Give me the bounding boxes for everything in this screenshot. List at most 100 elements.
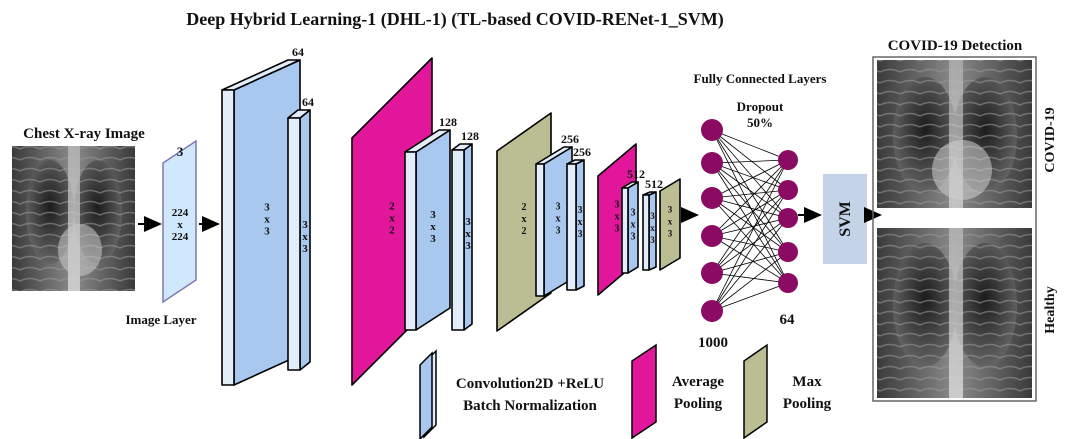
image-layer-label: Image Layer bbox=[125, 312, 196, 327]
kernel-size-11-1: x bbox=[650, 223, 655, 233]
legend-max-line1: Max bbox=[792, 374, 822, 390]
kernel-size-2-0: 3 bbox=[302, 219, 308, 231]
fc-connection bbox=[711, 129, 789, 284]
kernel-size-3-2: 2 bbox=[389, 225, 395, 237]
kernel-size-1-1: x bbox=[264, 214, 270, 226]
fc-connection bbox=[711, 197, 789, 219]
fc-connection bbox=[711, 159, 789, 199]
fc1-neuron bbox=[701, 119, 723, 141]
kernel-size-10-0: 3 bbox=[631, 208, 636, 219]
image-layer bbox=[162, 139, 197, 304]
kernel-size-3-0: 2 bbox=[389, 201, 395, 213]
channel-count-2: 64 bbox=[302, 95, 314, 109]
layer-conv-11: 3 x 3 512 bbox=[642, 177, 663, 271]
kernel-size-7-0: 3 bbox=[556, 202, 561, 213]
kernel-size-6-1: x bbox=[522, 214, 527, 225]
fc-connection bbox=[711, 159, 789, 274]
class-covid-label: COVID-19 bbox=[1043, 107, 1058, 172]
fc-connection bbox=[711, 197, 789, 284]
conv-edge bbox=[535, 163, 545, 297]
fc-connection bbox=[711, 189, 789, 312]
fc-connection bbox=[711, 159, 789, 164]
kernel-size-6-2: 2 bbox=[522, 226, 527, 237]
svm-box bbox=[823, 174, 867, 264]
fc-connection bbox=[711, 159, 789, 237]
fc1-neuron bbox=[701, 152, 723, 174]
kernel-size-9-2: 3 bbox=[615, 224, 620, 235]
conv-edge bbox=[642, 194, 650, 271]
legend-avg-line1: Average bbox=[672, 374, 725, 390]
conv-edge bbox=[566, 163, 577, 291]
kernel-size-5-2: 3 bbox=[465, 240, 471, 252]
kernel-size-9-0: 3 bbox=[615, 200, 620, 211]
kernel-size-5-0: 3 bbox=[465, 216, 471, 228]
kernel-size-10-1: x bbox=[631, 220, 636, 231]
legend-conv-swatch bbox=[419, 349, 437, 439]
fc2-neuron bbox=[778, 273, 798, 293]
fc-connection bbox=[711, 129, 789, 161]
cnn-layer-stack: 3x3643x3642x23x31283x31282x23x32563x3256… bbox=[221, 45, 681, 386]
kernel-size-1-2: 3 bbox=[264, 226, 270, 238]
kernel-size-2-1: x bbox=[302, 231, 308, 243]
legend-conv-line2: Batch Normalization bbox=[463, 398, 597, 414]
kernel-size-11-0: 3 bbox=[650, 211, 655, 221]
fc-connection bbox=[711, 129, 789, 253]
legend-max-line2: Pooling bbox=[783, 396, 832, 412]
kernel-size-10-2: 3 bbox=[631, 232, 636, 243]
channel-count-10: 512 bbox=[627, 167, 645, 181]
kernel-size-7-2: 3 bbox=[556, 226, 561, 237]
dropout-label: Dropout bbox=[737, 99, 784, 114]
fc-connection bbox=[711, 162, 789, 253]
fc-connection bbox=[711, 235, 789, 284]
fc-connection bbox=[711, 159, 789, 312]
legend-avgpool-swatch bbox=[631, 343, 657, 439]
fc1-neuron bbox=[701, 187, 723, 209]
fc1-size: 1000 bbox=[698, 335, 728, 351]
kernel-size-12-0: 3 bbox=[668, 205, 673, 215]
fully-connected-network bbox=[681, 119, 798, 322]
fc2-neuron bbox=[778, 208, 798, 228]
input-label: Chest X-ray Image bbox=[23, 126, 145, 142]
image-layer-size-x: x bbox=[177, 219, 183, 231]
fc-connection bbox=[711, 217, 789, 237]
fc-title: Fully Connected Layers bbox=[694, 71, 827, 86]
fc2-neuron bbox=[778, 180, 798, 200]
fc-connection bbox=[711, 129, 789, 191]
fc-connection bbox=[711, 189, 789, 237]
svm-label: SVM bbox=[837, 201, 854, 237]
fc2-neuron bbox=[778, 242, 798, 262]
image-layer-size-top: 224 bbox=[172, 207, 189, 219]
class-healthy-label: Healthy bbox=[1043, 286, 1058, 333]
kernel-size-4-1: x bbox=[430, 221, 436, 233]
fc2-neuron bbox=[778, 150, 798, 170]
detection-title: COVID-19 Detection bbox=[888, 38, 1023, 54]
channel-count-1: 64 bbox=[292, 45, 304, 59]
channel-count-7: 256 bbox=[561, 132, 579, 146]
conv-edge bbox=[287, 117, 301, 371]
kernel-size-8-2: 3 bbox=[578, 229, 583, 240]
fc-connection bbox=[711, 162, 789, 219]
fc-connection bbox=[711, 162, 789, 284]
fc-connection bbox=[711, 272, 789, 284]
conv-edge bbox=[451, 149, 465, 331]
kernel-size-12-1: x bbox=[668, 217, 673, 227]
kernel-size-1-0: 3 bbox=[264, 202, 270, 214]
fc1-neuron bbox=[701, 300, 723, 322]
kernel-size-7-1: x bbox=[556, 214, 561, 225]
channel-count-5: 128 bbox=[461, 129, 479, 143]
image-layer-size-bottom: 224 bbox=[172, 231, 189, 243]
fc-connection bbox=[711, 282, 789, 312]
fc1-neuron bbox=[701, 225, 723, 247]
kernel-size-12-2: 3 bbox=[668, 229, 673, 239]
layer-conv-10: 3x3 512 bbox=[621, 167, 645, 274]
kernel-size-11-2: 3 bbox=[650, 235, 655, 245]
layer-conv-1: 3x3 64 bbox=[221, 45, 304, 386]
covid-xray-output-image bbox=[877, 60, 1032, 208]
fc-connection bbox=[711, 235, 789, 253]
legend: Convolution2D +ReLU Batch Normalization … bbox=[419, 343, 832, 439]
channel-count-11: 512 bbox=[645, 177, 663, 191]
kernel-size-4-2: 3 bbox=[430, 233, 436, 245]
fc-connection bbox=[711, 217, 789, 312]
